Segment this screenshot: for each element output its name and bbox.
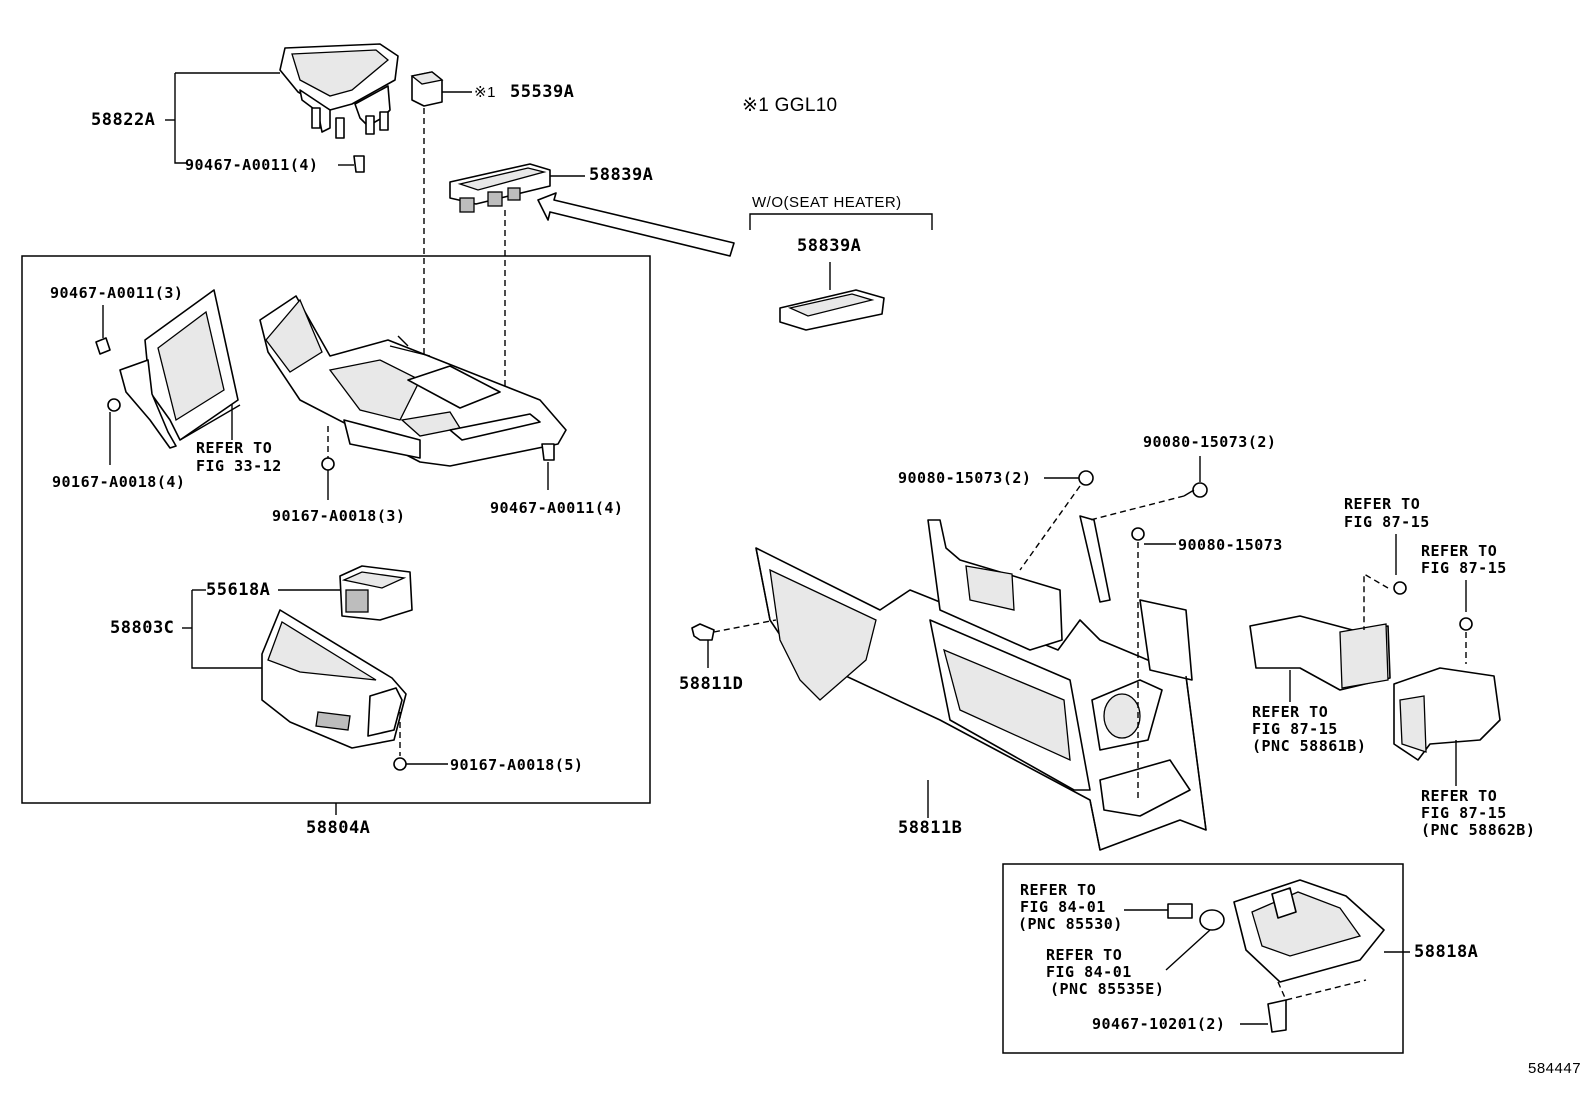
label-refer-to-87-15-a2: FIG 87-15	[1344, 513, 1430, 531]
label-refer-to-33-12-a: REFER TO	[196, 439, 273, 457]
label-refer-85535e-1: REFER TO	[1046, 946, 1123, 964]
socket-85535e	[1165, 909, 1225, 971]
bolt-duct-left	[1363, 534, 1407, 630]
bolt-duct-right	[1459, 580, 1473, 664]
label-58803c: 58803C	[110, 618, 175, 638]
label-55618a: 55618A	[206, 580, 271, 600]
part-58818a-tray	[1233, 879, 1410, 983]
label-58839a-top: 58839A	[589, 165, 654, 185]
label-refer-58862b-3: (PNC 58862B)	[1421, 821, 1536, 839]
arrow-alternate-part	[537, 192, 735, 257]
screw-90167-a0018-center	[321, 426, 335, 500]
label-58818a: 58818A	[1414, 942, 1479, 962]
clip-58811d	[691, 619, 777, 668]
leader-58822a	[174, 73, 187, 164]
part-58839a-bezel-top	[449, 163, 585, 213]
label-58822a: 58822A	[91, 110, 156, 130]
part-55618a-switch-block	[278, 565, 413, 621]
label-refer-85535e-3: (PNC 85535E)	[1050, 980, 1165, 998]
label-90167-a0018-3: 90167-A0018(3)	[272, 507, 406, 525]
label-90467-a0011-4-right: 90467-A0011(4)	[490, 499, 624, 517]
label-90467-a0011-3: 90467-A0011(3)	[50, 284, 184, 302]
label-refer-58862b-2: FIG 87-15	[1421, 804, 1507, 822]
label-58811b: 58811B	[898, 818, 963, 838]
label-58804a: 58804A	[306, 818, 371, 838]
label-refer-to-87-15-b1: REFER TO	[1421, 542, 1498, 560]
clip-90467-a0011-right	[541, 443, 555, 490]
label-refer-to-87-15-a1: REFER TO	[1344, 495, 1421, 513]
label-90467-a0011-4-top: 90467-A0011(4)	[185, 156, 319, 174]
part-duct-58861b	[1249, 615, 1391, 702]
label-refer-58861b-2: FIG 87-15	[1252, 720, 1338, 738]
screw-90167-a0018-bottom	[393, 712, 448, 771]
bolt-90080-15073-right	[1131, 527, 1176, 800]
label-90080-15073-2-left: 90080-15073(2)	[898, 469, 1032, 487]
leader-58803c	[191, 590, 262, 669]
assembly-58818a-box	[1002, 863, 1404, 1054]
part-58822a-cup-holder	[279, 43, 399, 139]
label-refer-58861b-3: (PNC 58861B)	[1252, 737, 1367, 755]
bracket-wo-seat-heater	[749, 213, 933, 230]
bolt-90080-15073-top	[1089, 456, 1208, 521]
label-refer-85530-3: (PNC 85530)	[1018, 915, 1123, 933]
bolt-90080-15073-left	[1019, 470, 1094, 571]
figure-number: 584447	[1528, 1060, 1582, 1077]
clip-90467-a0011-left	[95, 305, 111, 355]
clip-90467-a0011-top	[338, 155, 365, 173]
label-90167-a0018-4: 90167-A0018(4)	[52, 473, 186, 491]
label-90167-a0018-5: 90167-A0018(5)	[450, 756, 584, 774]
label-refer-58862b-1: REFER TO	[1421, 787, 1498, 805]
part-shift-bezel-plate	[119, 289, 241, 449]
label-refer-to-87-15-b2: FIG 87-15	[1421, 559, 1507, 577]
label-58811d: 58811D	[679, 674, 744, 694]
label-refer-58861b-1: REFER TO	[1252, 703, 1329, 721]
part-duct-58862b	[1393, 667, 1501, 786]
label-refer-85535e-2: FIG 84-01	[1046, 963, 1132, 981]
socket-85530	[1124, 903, 1193, 919]
part-58839a-bezel-alt	[779, 262, 885, 331]
label-90467-10201-2: 90467-10201(2)	[1092, 1015, 1226, 1033]
part-55539a-switch	[410, 71, 472, 107]
label-refer-85530-2: FIG 84-01	[1020, 898, 1106, 916]
label-refer-to-33-12-b: FIG 33-12	[196, 457, 282, 475]
label-wo-seat-heater: W/O(SEAT HEATER)	[752, 194, 902, 211]
part-58803c-pocket	[261, 609, 407, 749]
label-58839a-alt: 58839A	[797, 236, 862, 256]
clip-90467-10201	[1240, 999, 1287, 1033]
label-refer-85530-1: REFER TO	[1020, 881, 1097, 899]
part-58811b-console-body	[755, 515, 1207, 851]
note-ggl10: ※1 GGL10	[742, 95, 838, 116]
label-55539a: 55539A	[510, 82, 575, 102]
note-marker-1: ※1	[474, 84, 496, 101]
label-90080-15073: 90080-15073	[1178, 536, 1283, 554]
part-console-upper-panel	[259, 295, 567, 467]
screw-90167-a0018-left	[107, 398, 121, 465]
label-90080-15073-2-top: 90080-15073(2)	[1143, 433, 1277, 451]
